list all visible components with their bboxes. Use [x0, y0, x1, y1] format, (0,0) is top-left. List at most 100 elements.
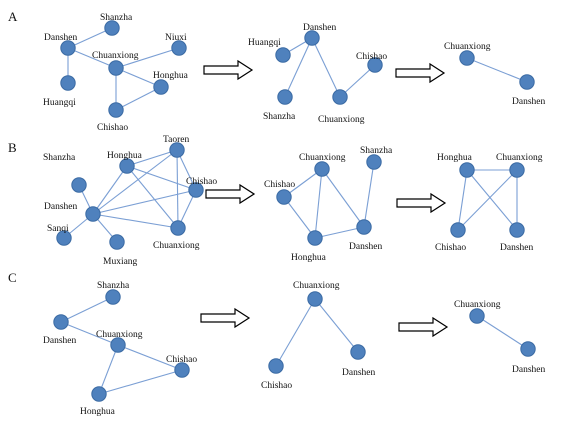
panel-a-graph-2-node-huangqi [275, 47, 291, 63]
panel-b-graph-2-edge-chuanxiong-chishao [283, 168, 323, 198]
panel-b-graph-1-node-taoren [169, 142, 185, 158]
panel-c-graph-1-edge-danshen-chuanxiong [60, 321, 119, 346]
panel-a-graph-2-edge-danshen-shanzha [284, 37, 313, 98]
panel-b-graph-3-label-honghua: Honghua [437, 153, 473, 163]
panel-b-graph-3-node-chuanxiong [509, 162, 525, 178]
panel-c-graph-1-label-danshen: Danshen [43, 336, 76, 346]
panel-b-graph-1-edge-danshen-chishao [92, 189, 197, 215]
panel-b-graph-2-label-chishao: Chishao [264, 180, 295, 190]
arrow-a2 [395, 63, 445, 83]
panel-c-graph-1-label-shanzha: Shanzha [97, 281, 130, 291]
panel-a-graph-1-edge-honghua-chishao [115, 86, 162, 111]
panel-b-graph-1-label-chishao: Chishao [186, 177, 217, 187]
panel-b-graph-1-node-danshen [85, 206, 101, 222]
panel-b-graph-2-edge-honghua-danshen [314, 226, 365, 239]
panel-a-graph-1-label-danshen: Danshen [44, 33, 77, 43]
panel-c-graph-1-label-honghua: Honghua [80, 407, 116, 417]
panel-b-graph-2-node-shanzha [366, 154, 382, 170]
panel-a-graph-2-edge-chuanxiong-chishao [339, 64, 376, 98]
panel-b-graph-2-edge-chuanxiong-danshen [321, 168, 365, 228]
panel-c-graph-1-edge-honghua-chishao [98, 369, 183, 395]
panel-a-graph-1-label-honghua: Honghua [153, 71, 189, 81]
panel-a-graph-1-node-honghua [153, 79, 169, 95]
panel-a-graph-2-label-huangqi: Huangqi [248, 38, 281, 48]
panel-b-graph-1-node-chishao [188, 182, 204, 198]
arrow-c2 [398, 317, 448, 337]
panel-c-graph-1-edge-chuanxiong-chishao [117, 344, 183, 371]
panel-c-graph-2-label-chishao: Chishao [261, 381, 292, 391]
panel-b-graph-2-label-honghua: Honghua [291, 253, 327, 263]
panel-c-graph-1-edge-chuanxiong-honghua [98, 344, 119, 395]
panel-b-graph-3-label-chuanxiong: Chuanxiong [496, 153, 543, 163]
panel-c-graph-3-label-danshen: Danshen [512, 365, 545, 375]
panel-b-graph-3-node-danshen [509, 222, 525, 238]
arrow-c1 [200, 308, 250, 328]
panel-c-graph-1-edge-shanzha-danshen [60, 296, 114, 323]
panel-a-graph-1-label-huangqi: Huangqi [43, 98, 76, 108]
panel-b-graph-2-node-honghua [307, 230, 323, 246]
panel-a-graph-1-edge-danshen-chuanxiong [67, 47, 117, 69]
panel-a-graph-1-node-danshen [60, 40, 76, 56]
panel-c-graph-2-edge-chuanxiong-chishao [275, 298, 316, 367]
panel-b-graph-1-node-honghua [119, 158, 135, 174]
panel-c-graph-1-node-chishao [174, 362, 190, 378]
panel-a-letter: A [8, 9, 18, 24]
panel-b-graph-1-label-honghua: Honghua [107, 151, 143, 161]
panel-c-graph-1-node-honghua [91, 386, 107, 402]
panel-b-graph-1-label-shanzha: Shanzha [43, 153, 76, 163]
panel-b-graph-3-node-honghua [459, 162, 475, 178]
nodes-layer [53, 20, 536, 402]
panel-b-graph-1-edge-taoren-chuanxiong [176, 149, 179, 229]
panel-b-graph-3-edge-honghua-chishao [457, 169, 468, 231]
panel-b-graph-1-edge-honghua-chishao [126, 165, 197, 191]
panel-a-graph-3-edge-chuanxiong-danshen [466, 57, 528, 83]
panel-b-graph-1-node-sanqi [56, 230, 72, 246]
panel-a-graph-3-label-chuanxiong: Chuanxiong [444, 42, 491, 52]
panel-a-graph-2-node-chishao [367, 57, 383, 73]
panel-b-graph-1-edge-danshen-honghua [92, 165, 128, 215]
panel-a-graph-3-label-danshen: Danshen [512, 97, 545, 107]
panel-c-graph-1-label-chishao: Chishao [166, 355, 197, 365]
panel-c-graph-2-label-chuanxiong: Chuanxiong [293, 281, 340, 291]
panel-c-graph-3-node-chuanxiong [469, 308, 485, 324]
panel-b-graph-1-label-taoren: Taoren [163, 135, 189, 145]
panel-a-graph-1-edge-danshen-shanzha [67, 27, 113, 49]
panel-b-graph-1-label-sanqi: Sanqi [47, 224, 69, 234]
panel-b-graph-3-label-chishao: Chishao [435, 243, 466, 253]
panel-b-graph-3-edge-honghua-danshen [466, 169, 518, 231]
panel-b-graph-2-edge-shanzha-danshen [363, 161, 375, 228]
panel-a-graph-1-label-chuanxiong: Chuanxiong [92, 51, 139, 61]
panel-b-graph-1-edge-danshen-taoren [92, 149, 178, 215]
panel-b-graph-2-edge-chishao-honghua [283, 196, 316, 239]
panel-a-graph-1-edge-chuanxiong-honghua [115, 67, 162, 88]
panel-a-graph-2-node-danshen [304, 30, 320, 46]
panel-a-graph-2-label-shanzha: Shanzha [263, 112, 296, 122]
panel-c-graph-2-node-chishao [268, 358, 284, 374]
panel-b-letter: B [8, 140, 17, 155]
panel-c-graph-3-edge-chuanxiong-danshen [476, 315, 529, 350]
panel-a-graph-2-label-chuanxiong: Chuanxiong [318, 115, 365, 125]
panel-b-graph-2-label-chuanxiong: Chuanxiong [299, 153, 346, 163]
panel-b-graph-1-edge-honghua-chuanxiong [126, 165, 179, 229]
panel-b-graph-1-node-muxiang [109, 234, 125, 250]
panel-a-graph-1-node-niuxi [171, 40, 187, 56]
panel-a-graph-2-label-danshen: Danshen [303, 23, 336, 33]
arrow-b2 [396, 193, 446, 213]
panel-c-graph-3-node-danshen [520, 341, 536, 357]
panel-c-graph-1-node-danshen [53, 314, 69, 330]
arrow-a1 [203, 60, 253, 80]
panel-a-graph-1-label-shanzha: Shanzha [100, 13, 133, 23]
panel-c-graph-2-edge-chuanxiong-danshen [314, 298, 359, 353]
panel-a-graph-2-edge-danshen-chuanxiong [311, 37, 341, 98]
panel-c-graph-3-label-chuanxiong: Chuanxiong [454, 300, 501, 310]
panel-b-graph-2-node-danshen [356, 219, 372, 235]
panel-b-graph-2-label-danshen: Danshen [349, 242, 382, 252]
panel-b-graph-2-label-shanzha: Shanzha [360, 146, 393, 156]
panel-a-graph-1-label-niuxi: Niuxi [165, 33, 187, 43]
panel-a-graph-2-node-chuanxiong [332, 89, 348, 105]
panel-a-graph-1-node-chuanxiong [108, 60, 124, 76]
panel-b-graph-3-edge-chuanxiong-chishao [457, 169, 518, 231]
panel-c-graph-1-node-chuanxiong [110, 337, 126, 353]
panel-a-graph-1-label-chishao: Chishao [97, 123, 128, 133]
